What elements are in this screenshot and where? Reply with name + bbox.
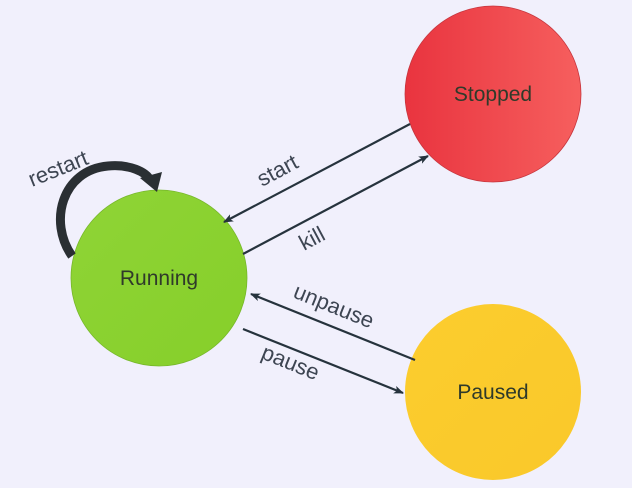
transition-pause: pause: [242, 327, 404, 395]
state-paused-circle: [405, 304, 581, 480]
state-paused: Paused: [405, 304, 581, 480]
transition-pause-label: pause: [258, 339, 323, 385]
transition-kill-label: kill: [295, 221, 329, 255]
transition-start-arrow: [223, 123, 411, 223]
transition-unpause-arrow: [250, 292, 416, 362]
state-stopped-label: Stopped: [454, 83, 532, 106]
transition-start: start: [223, 123, 411, 223]
transition-unpause-label: unpause: [290, 278, 378, 333]
transition-pause-arrow: [242, 327, 404, 395]
transition-restart-arc: [55, 161, 155, 259]
restart-arrowhead-icon: [140, 172, 162, 192]
state-paused-label: Paused: [457, 381, 528, 404]
state-running-label: Running: [120, 267, 198, 290]
transition-restart-label: restart: [25, 145, 92, 192]
transition-kill-arrow: [242, 155, 429, 255]
state-stopped: Stopped: [404, 5, 582, 183]
state-stopped-circle: [404, 5, 582, 183]
state-running: Running: [70, 189, 248, 367]
state-running-circle: [70, 189, 248, 367]
